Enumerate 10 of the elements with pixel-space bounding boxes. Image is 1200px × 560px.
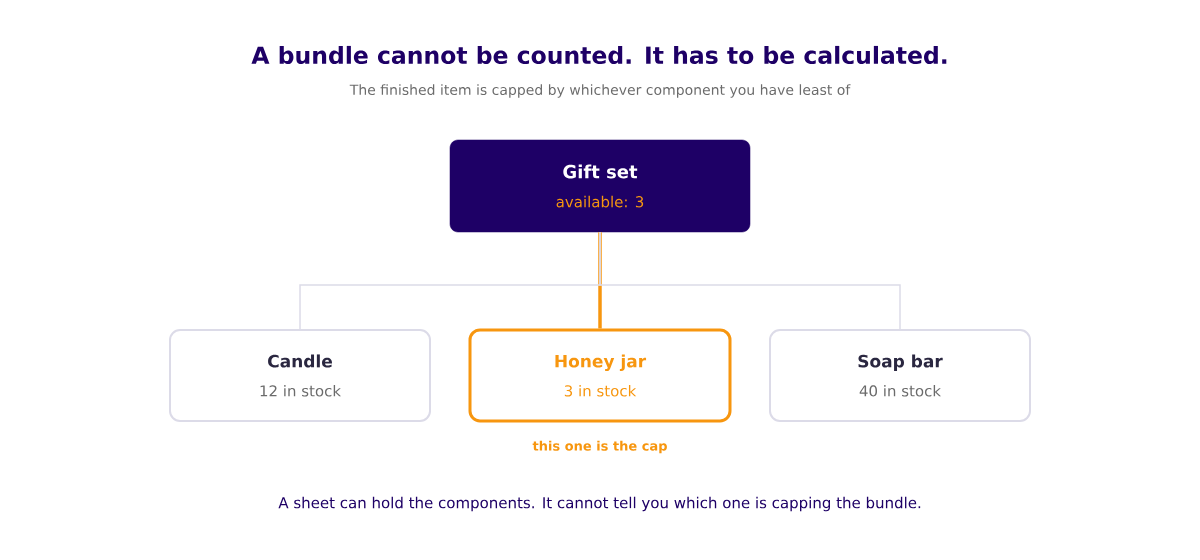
product-box: Gift set available: 3 (449, 139, 751, 233)
component-box: Soap bar 40 in stock (769, 329, 1031, 422)
annotation: this one is the cap (532, 440, 667, 454)
connector-line (599, 231, 901, 330)
caption: A sheet can hold the components. It cannot tell you which one is capping the bundle. (278, 496, 921, 512)
component-box: Honey jar 3 in stock (468, 328, 732, 423)
component-box: Candle 12 in stock (169, 329, 431, 422)
title: A bundle cannot be counted. It has to be calculated. (251, 45, 947, 65)
connector-line (598, 232, 602, 329)
subtitle: The finished item is capped by whichever component you have least of (349, 84, 851, 98)
